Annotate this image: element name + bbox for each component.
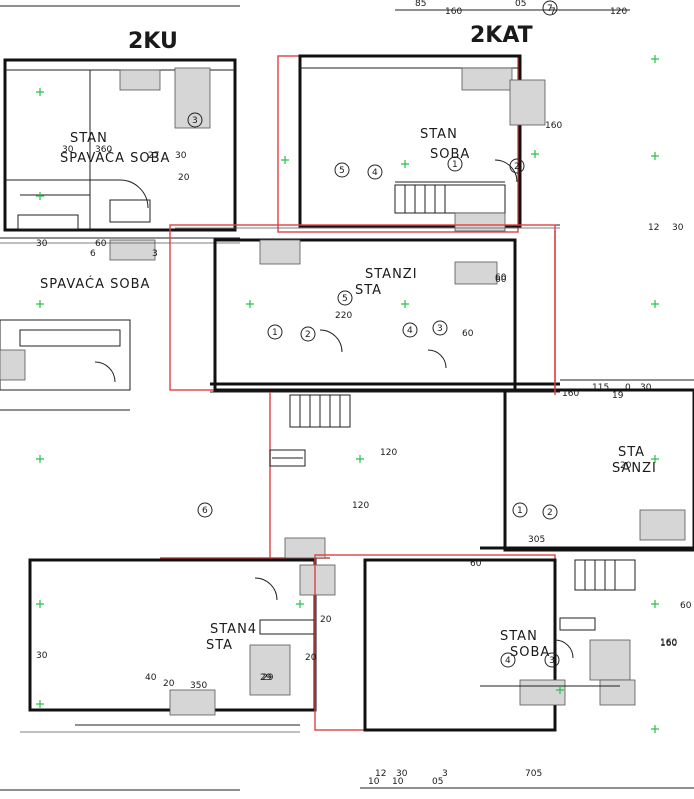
- dim-lower-3: 20: [305, 653, 317, 663]
- callout-4: 4: [372, 168, 378, 178]
- dim-right-6: 19: [612, 391, 624, 401]
- room-label-5: STANZI: [365, 267, 418, 282]
- dim-top-4: 120: [610, 7, 627, 17]
- room-label-3: STAN: [420, 127, 458, 142]
- dim-left-7: 30: [36, 239, 48, 249]
- unit-top-left: [0, 58, 240, 261]
- room-label-2: SPAVAĆA SOBA: [60, 150, 170, 166]
- callout-10: 3: [437, 324, 443, 334]
- dim-bottom-4: 10: [392, 777, 404, 787]
- callout-13: 1: [517, 506, 523, 516]
- dim-mid-1: 220: [335, 311, 352, 321]
- dim-bottom-1: 12: [375, 769, 386, 779]
- room-label-6: STA: [355, 283, 382, 298]
- room-label-8: STA: [618, 445, 645, 460]
- dim-top-5: 7: [550, 7, 556, 17]
- unit-bottom-right: [314, 554, 636, 732]
- dim-mid-3: 60: [462, 329, 474, 339]
- dim-left-4: 30: [175, 151, 187, 161]
- dim-top-3: 05: [515, 0, 526, 9]
- dim-mid-2: 60: [495, 275, 507, 285]
- callout-1: 1: [452, 160, 458, 170]
- room-label-12: STAN: [500, 629, 538, 644]
- dim-right-8: 60: [495, 273, 507, 283]
- dim-bottom-5: 05: [432, 777, 443, 787]
- room-label-7: SPAVAĆA SOBA: [40, 276, 150, 292]
- dim-right-5: 160: [660, 638, 677, 648]
- dim-mid-7: 160: [562, 389, 579, 399]
- title-top-right: 2KAT: [470, 23, 533, 48]
- callout-7: 7: [547, 4, 553, 14]
- callout-12: 5: [342, 294, 348, 304]
- dim-left-9: 6: [90, 249, 96, 259]
- room-label-11: STA: [206, 638, 233, 653]
- room-label-9: SANZI: [612, 461, 657, 476]
- dim-lower-9: 30: [36, 651, 48, 661]
- dim-mid-9: 0: [625, 383, 631, 393]
- callouts: 1 2 3 4 5 6 7 1 2 3 4 5 1 2 3 4: [187, 0, 560, 668]
- callout-11: 4: [407, 326, 413, 336]
- callout-2: 2: [514, 162, 520, 172]
- dim-bottom-7: 705: [525, 769, 542, 779]
- dim-left-5: 20: [178, 173, 190, 183]
- callout-3: 3: [192, 116, 198, 126]
- dim-top-2: 160: [445, 7, 462, 17]
- dim-lower-5: 20: [163, 679, 175, 689]
- unit-right: [480, 230, 694, 591]
- dim-left-10: 3: [152, 249, 158, 259]
- dim-left-3: 27: [148, 151, 159, 161]
- room-label-13: SOBA: [510, 645, 550, 660]
- callout-15: 3: [549, 656, 555, 666]
- callout-8: 1: [272, 328, 278, 338]
- frame-lines: [0, 5, 694, 791]
- dim-right-2: 30: [672, 223, 684, 233]
- dim-top-1: 85: [415, 0, 426, 9]
- dim-lower-2: 29: [262, 673, 274, 683]
- room-label-10: STAN4: [210, 622, 257, 637]
- dim-bottom-6: 3: [442, 769, 448, 779]
- room-label-1: STAN: [70, 131, 108, 146]
- dim-lower-7: 60: [470, 559, 482, 569]
- dim-right-1: 12: [648, 223, 659, 233]
- unit-middle: [169, 224, 560, 560]
- dim-right-4: 160: [545, 121, 562, 131]
- dim-left-8: 60: [95, 239, 107, 249]
- dim-lower-1: 350: [190, 681, 207, 691]
- dim-lower-8: 20: [620, 461, 632, 471]
- dim-mid-4: 120: [380, 448, 397, 458]
- dim-mid-10: 30: [640, 383, 652, 393]
- dim-lower-6: 160: [660, 639, 677, 649]
- callout-6: 6: [202, 506, 208, 516]
- callout-16: 4: [505, 656, 511, 666]
- dim-right-3: 60: [680, 601, 692, 611]
- dim-bottom-3: 10: [368, 777, 380, 787]
- dim-mid-8: 115: [592, 383, 609, 393]
- dim-left-2: 360: [95, 145, 112, 155]
- dim-mid-6: 305: [528, 535, 545, 545]
- callout-5: 5: [339, 166, 345, 176]
- room-label-4: SOBA: [430, 147, 470, 162]
- dim-bottom-2: 30: [396, 769, 408, 779]
- unit-left-strip: [0, 319, 306, 467]
- unit-top-right: [175, 54, 560, 233]
- title-top-left: 2KU: [128, 29, 178, 54]
- dim-lower-4: 40: [145, 673, 157, 683]
- callout-9: 2: [305, 330, 311, 340]
- grid-markers: [36, 55, 659, 733]
- dim-left-6: 29: [260, 673, 272, 683]
- callout-14: 2: [547, 508, 553, 518]
- unit-bottom-left: [20, 537, 336, 733]
- dim-mid-5: 120: [352, 501, 369, 511]
- dim-left-1: 30: [62, 145, 74, 155]
- dim-right-7: 20: [320, 615, 332, 625]
